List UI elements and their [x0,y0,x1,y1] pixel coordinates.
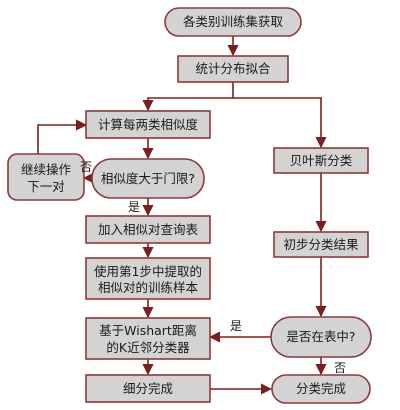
node-initial-label: 初步分类结果 [283,237,359,252]
node-similarity: 计算每两类相似度 [85,110,211,139]
node-in-table-label: 是否在表中? [286,329,355,344]
node-done-label: 分类完成 [296,381,346,396]
node-continue-label-1: 继续操作 [21,162,72,177]
node-in-table: 是否在表中? [270,316,372,358]
node-threshold: 相似度大于门限? [91,158,205,199]
node-continue: 继续操作 下一对 [7,153,85,201]
node-fit: 统计分布拟合 [177,55,289,83]
node-knn-label-2: 的K近邻分类器 [106,340,190,355]
node-use-samples: 使用第1步中提取的 相似对的训练样本 [85,257,211,300]
edges [37,36,327,395]
node-add-table: 加入相似对查询表 [85,215,211,244]
node-continue-label-2: 下一对 [27,179,65,194]
label-in-table-yes: 是 [230,319,242,333]
label-in-table-no: 否 [334,361,346,375]
node-use-samples-label-1: 使用第1步中提取的 [94,264,202,279]
label-threshold-yes: 是 [128,200,140,214]
node-initial: 初步分类结果 [273,231,369,258]
node-fit-label: 统计分布拟合 [195,61,271,76]
edge-fit-bayes [233,97,327,149]
node-fine-label: 细分完成 [123,381,173,396]
node-bayes-label: 贝叶斯分类 [290,153,353,168]
node-knn-label-1: 基于Wishart距离 [99,323,197,338]
node-similarity-label: 计算每两类相似度 [98,117,199,132]
edge-fit-similarity [142,82,234,112]
node-knn: 基于Wishart距离 的K近邻分类器 [85,317,211,360]
label-threshold-no: 否 [80,160,92,174]
node-use-samples-label-2: 相似对的训练样本 [98,280,199,295]
node-add-table-label: 加入相似对查询表 [98,222,199,237]
node-start-label: 各类别训练集获取 [183,14,284,29]
node-done: 分类完成 [271,374,371,404]
node-bayes: 贝叶斯分类 [273,147,369,174]
edge-continue-similarity [37,119,88,154]
node-fine: 细分完成 [85,374,211,403]
node-start: 各类别训练集获取 [164,7,302,37]
node-threshold-label: 相似度大于门限? [101,171,195,186]
